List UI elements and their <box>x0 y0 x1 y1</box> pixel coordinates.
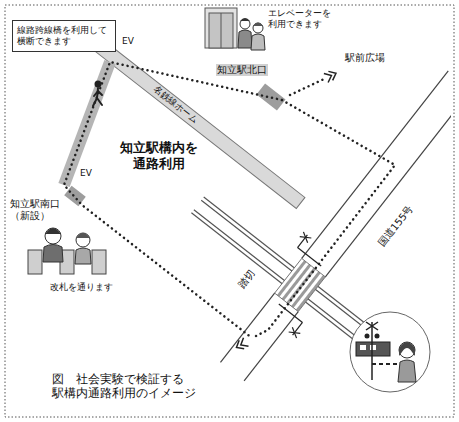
road <box>325 89 451 277</box>
road-label: 国道155号 <box>376 202 417 250</box>
ticket-gate-illustration <box>45 228 61 244</box>
route-arrow <box>234 69 338 352</box>
elevator-illustration <box>253 23 263 27</box>
crossing-gate <box>300 232 312 243</box>
walking-person <box>97 98 102 105</box>
walking-person <box>98 91 102 95</box>
elevator-illustration <box>253 23 263 33</box>
ticket-gate-illustration <box>92 250 106 274</box>
elevator-illustration <box>205 8 265 50</box>
callout-text: 線路跨線橋を利用して横断できます <box>17 25 111 47</box>
ticket-gate-illustration <box>28 228 106 274</box>
crossing-inset <box>399 342 415 356</box>
crossing-inset <box>350 312 430 392</box>
elevator-illustration <box>205 8 237 48</box>
crossing-gate <box>300 232 312 243</box>
crossing-inset <box>399 342 415 358</box>
road <box>302 71 449 259</box>
crossing-inset <box>370 345 376 350</box>
crossing-gate <box>289 327 301 338</box>
area-label: 知立駅構内を通路利用 <box>118 140 200 171</box>
ticket-gate-illustration <box>76 233 90 247</box>
elevator-illustration <box>240 19 250 29</box>
elevator-illustration <box>238 30 252 48</box>
walking-person <box>93 81 102 107</box>
platform <box>84 31 305 208</box>
ticket-gate-illustration <box>28 250 42 274</box>
crossing-inset <box>366 322 378 330</box>
exit-label: 知立駅北口 <box>216 64 268 76</box>
frame-border <box>5 5 454 417</box>
crossing-inset <box>350 312 430 392</box>
crossing-inset <box>356 342 390 356</box>
crossing-gate <box>249 232 350 338</box>
rail-and-road <box>8 8 451 414</box>
crossing-inset <box>360 345 366 350</box>
crossing-inset <box>366 322 378 330</box>
walking-person <box>93 98 97 106</box>
platform-label: 名鉄線ホーム <box>150 83 201 126</box>
route-dotted <box>64 62 395 338</box>
ticket-gate-illustration <box>45 228 61 234</box>
elevator-illustration <box>251 34 265 50</box>
crossing-gate <box>298 248 322 266</box>
crossing-label: 踏切 <box>236 267 259 292</box>
rail-and-road <box>8 8 451 414</box>
callout-box: 線路跨線橋を利用して横断できます <box>12 20 116 52</box>
exit-label: 知立駅南口 （新設） <box>10 198 66 222</box>
elevator-mark: EV <box>80 168 92 179</box>
ticket-gate-illustration <box>43 245 63 263</box>
elevator-illustration <box>240 18 250 21</box>
crossing-inset <box>365 334 370 339</box>
road <box>244 312 298 381</box>
footbridge <box>64 62 110 185</box>
route-dotted <box>290 79 324 95</box>
walking-person <box>93 88 102 106</box>
ticket-gate-illustration <box>75 248 91 264</box>
walking-person <box>95 81 102 88</box>
place-label: 駅前広場 <box>345 52 385 64</box>
route-dotted <box>64 62 282 338</box>
route-dotted <box>252 100 395 338</box>
callout-text: 改札を通ります <box>50 282 113 293</box>
elevator-mark: EV <box>122 36 134 47</box>
route-arrow <box>234 338 249 352</box>
crossing-inset <box>398 360 416 382</box>
elevator-illustration <box>221 13 222 48</box>
callout-text: エレベーターを利用できます <box>268 8 334 30</box>
ticket-gate-illustration <box>76 233 90 238</box>
crossing-inset <box>371 322 373 380</box>
level-crossing <box>275 258 326 311</box>
south-exit <box>64 186 86 207</box>
crossing-inset <box>375 334 380 339</box>
route-arrow <box>324 69 338 83</box>
crossing-gate <box>289 327 301 338</box>
figure-caption: 図 社会実験で検証する 駅構内通路利用のイメージ <box>52 372 198 401</box>
elevator-illustration <box>209 13 233 48</box>
